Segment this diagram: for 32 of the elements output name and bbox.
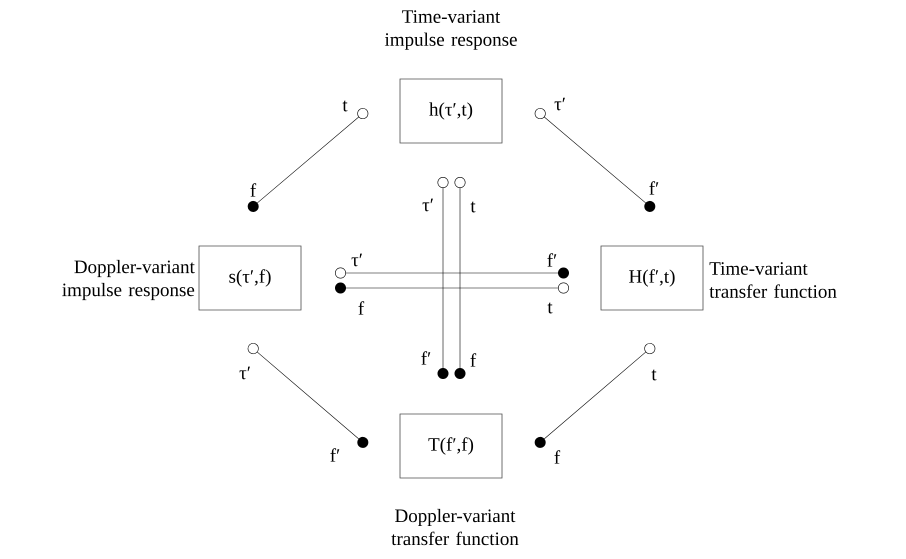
transform-line bbox=[248, 343, 368, 448]
variable-label: f′ bbox=[547, 253, 556, 267]
variable-label: t bbox=[470, 202, 476, 212]
variable-label: t bbox=[652, 370, 657, 380]
variable-label: f′ bbox=[421, 351, 430, 365]
transform-line bbox=[534, 343, 656, 448]
heading: Time-variant transfer function bbox=[709, 262, 837, 298]
heading: Time-variant impulse response bbox=[384, 10, 517, 50]
variable-label: τ′ bbox=[554, 98, 565, 110]
transform-line bbox=[534, 108, 656, 212]
function-box: h(τ′,t) bbox=[400, 78, 502, 144]
variable-label: τ′ bbox=[240, 366, 250, 380]
function-box: s(τ′,f) bbox=[198, 246, 302, 310]
variable-label: f bbox=[470, 353, 476, 367]
variable-label: f′ bbox=[649, 181, 658, 195]
variable-label: t bbox=[548, 302, 553, 314]
variable-label: f bbox=[250, 183, 256, 197]
transform-line bbox=[248, 108, 368, 212]
variable-label: τ′ bbox=[422, 198, 433, 212]
function-box: H(f′,t) bbox=[600, 246, 704, 310]
variable-label: τ′ bbox=[352, 254, 362, 266]
heading: Doppler-variant transfer function bbox=[391, 508, 519, 546]
transform-line bbox=[438, 177, 448, 379]
variable-label: f bbox=[358, 301, 364, 315]
variable-label: t bbox=[342, 100, 348, 112]
variable-label: f bbox=[554, 450, 560, 464]
heading: Doppler-variant impulse response bbox=[62, 260, 195, 300]
transform-line bbox=[335, 282, 569, 294]
transform-line bbox=[454, 177, 466, 379]
variable-label: f′ bbox=[330, 448, 340, 462]
function-box: T(f′,f) bbox=[400, 414, 502, 478]
transform-line bbox=[335, 268, 569, 278]
